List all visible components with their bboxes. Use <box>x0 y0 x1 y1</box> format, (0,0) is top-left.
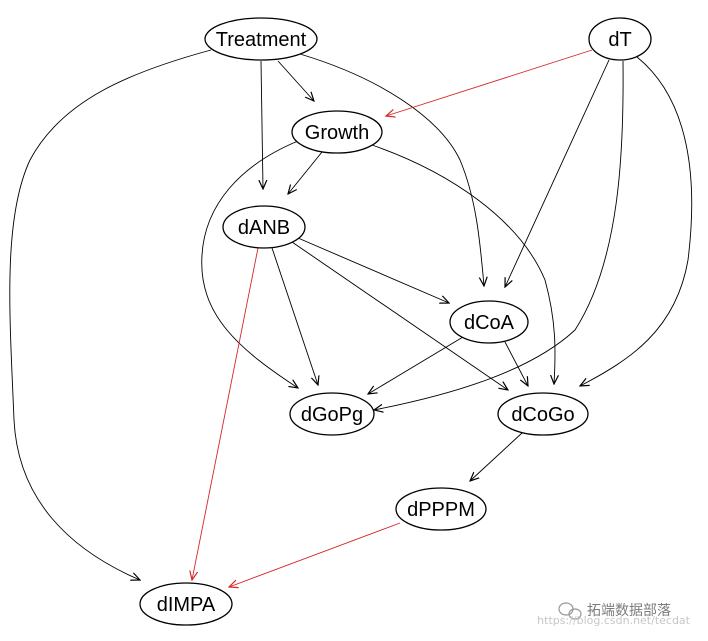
node-dCoA[interactable]: dCoA <box>449 300 529 344</box>
edge-dT-to-dGoPg <box>374 60 624 410</box>
edge-dCoA-to-dCoGo <box>504 341 528 386</box>
node-growth-label: Growth <box>305 122 369 144</box>
edge-dANB-to-dCoA <box>297 237 449 303</box>
edge-treatment-to-dCoA <box>299 53 484 286</box>
node-treatment[interactable]: Treatment <box>204 17 318 61</box>
edge-dPPPM-to-dIMPA <box>229 522 401 587</box>
edge-dANB-to-dGoPg <box>271 247 318 385</box>
node-growth[interactable]: Growth <box>291 110 383 154</box>
node-dANB-label: dANB <box>238 217 290 239</box>
wechat-icon <box>558 602 582 620</box>
node-dPPPM[interactable]: dPPPM <box>395 487 487 531</box>
watermark-text: 拓端数据部落 <box>587 603 671 619</box>
watermark-url: https://blog.csdn.net/tecdat <box>537 614 691 627</box>
edge-treatment-to-dIMPA <box>9 49 212 580</box>
edge-growth-to-dANB <box>288 151 323 194</box>
node-dCoGo-label: dCoGo <box>511 404 574 426</box>
node-dT[interactable]: dT <box>588 17 652 61</box>
edge-dT-to-dCoGo <box>580 56 693 386</box>
node-dGoPg-label: dGoPg <box>301 404 363 426</box>
edge-layer <box>9 49 693 587</box>
edge-dCoGo-to-dPPPM <box>470 432 523 481</box>
edge-dT-to-growth <box>386 49 593 116</box>
node-dIMPA[interactable]: dIMPA <box>139 582 233 626</box>
node-layer: Treatment dT Growth dANB dCoA dGoPg dCoG… <box>139 17 652 626</box>
node-treatment-label: Treatment <box>216 29 307 51</box>
watermark: https://blog.csdn.net/tecdat 拓端数据部落 <box>537 602 691 627</box>
node-dCoGo[interactable]: dCoGo <box>497 392 589 436</box>
node-dT-label: dT <box>608 29 631 51</box>
node-dGoPg[interactable]: dGoPg <box>289 392 375 436</box>
edge-dCoA-to-dGoPg <box>368 336 464 394</box>
edge-growth-to-dCoGo <box>371 144 555 384</box>
edge-treatment-to-dANB <box>261 60 263 189</box>
node-dIMPA-label: dIMPA <box>157 594 216 616</box>
node-dPPPM-label: dPPPM <box>407 499 475 521</box>
edge-treatment-to-growth <box>277 60 314 101</box>
node-dANB[interactable]: dANB <box>222 205 306 249</box>
node-dCoA-label: dCoA <box>464 312 515 334</box>
edge-dT-to-dCoA <box>505 59 610 287</box>
edge-dANB-to-dCoGo <box>291 241 508 390</box>
edge-dANB-to-dIMPA <box>192 247 259 580</box>
edge-growth-to-dGoPg <box>201 140 298 388</box>
